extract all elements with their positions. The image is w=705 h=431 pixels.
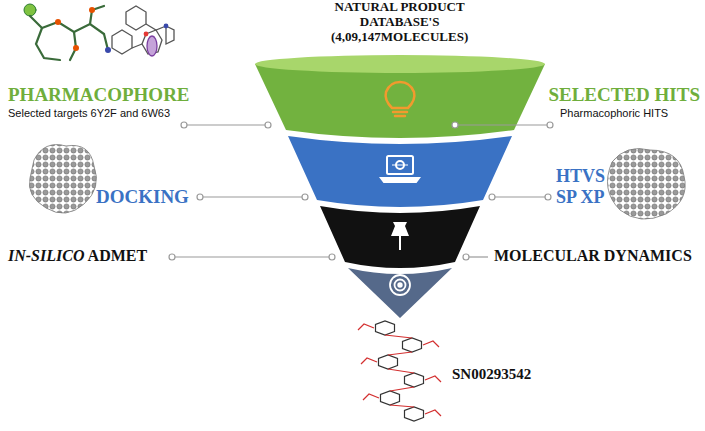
stage-heading: MOLECULAR DYNAMICS — [494, 247, 692, 265]
stage-heading: IN-SILICO ADMET — [8, 247, 147, 265]
protein-surface — [29, 145, 685, 220]
funnel-band-green — [255, 64, 545, 138]
product-molecule — [358, 321, 441, 421]
ligand-structure — [24, 4, 111, 60]
stage-heading: SELECTED HITS — [548, 84, 700, 106]
funnel — [255, 55, 545, 318]
target-icon — [390, 275, 410, 295]
funnel-band-blue — [288, 136, 512, 207]
funnel-rim — [255, 55, 545, 73]
funnel-cone — [348, 268, 452, 318]
compound-id: SN00293542 — [452, 366, 531, 383]
stage-heading: PHARMACOPHORE — [8, 84, 190, 106]
stage-heading: HTVS SP XP — [556, 166, 605, 207]
stage-heading: DOCKING — [96, 186, 189, 208]
leader-lines — [169, 122, 553, 260]
stage-note: Selected targets 6Y2F and 6W63 — [8, 107, 170, 120]
ligand-structure — [112, 6, 174, 56]
bulb-icon — [386, 82, 415, 116]
funnel-title: NATURAL PRODUCT DATABASE'S (4,09,147MOLE… — [331, 0, 468, 45]
pin-icon — [391, 222, 409, 250]
funnel-band-black — [320, 206, 480, 268]
stage-note: Pharmacophoric HITS — [560, 107, 668, 120]
laptop-icon — [381, 156, 419, 182]
